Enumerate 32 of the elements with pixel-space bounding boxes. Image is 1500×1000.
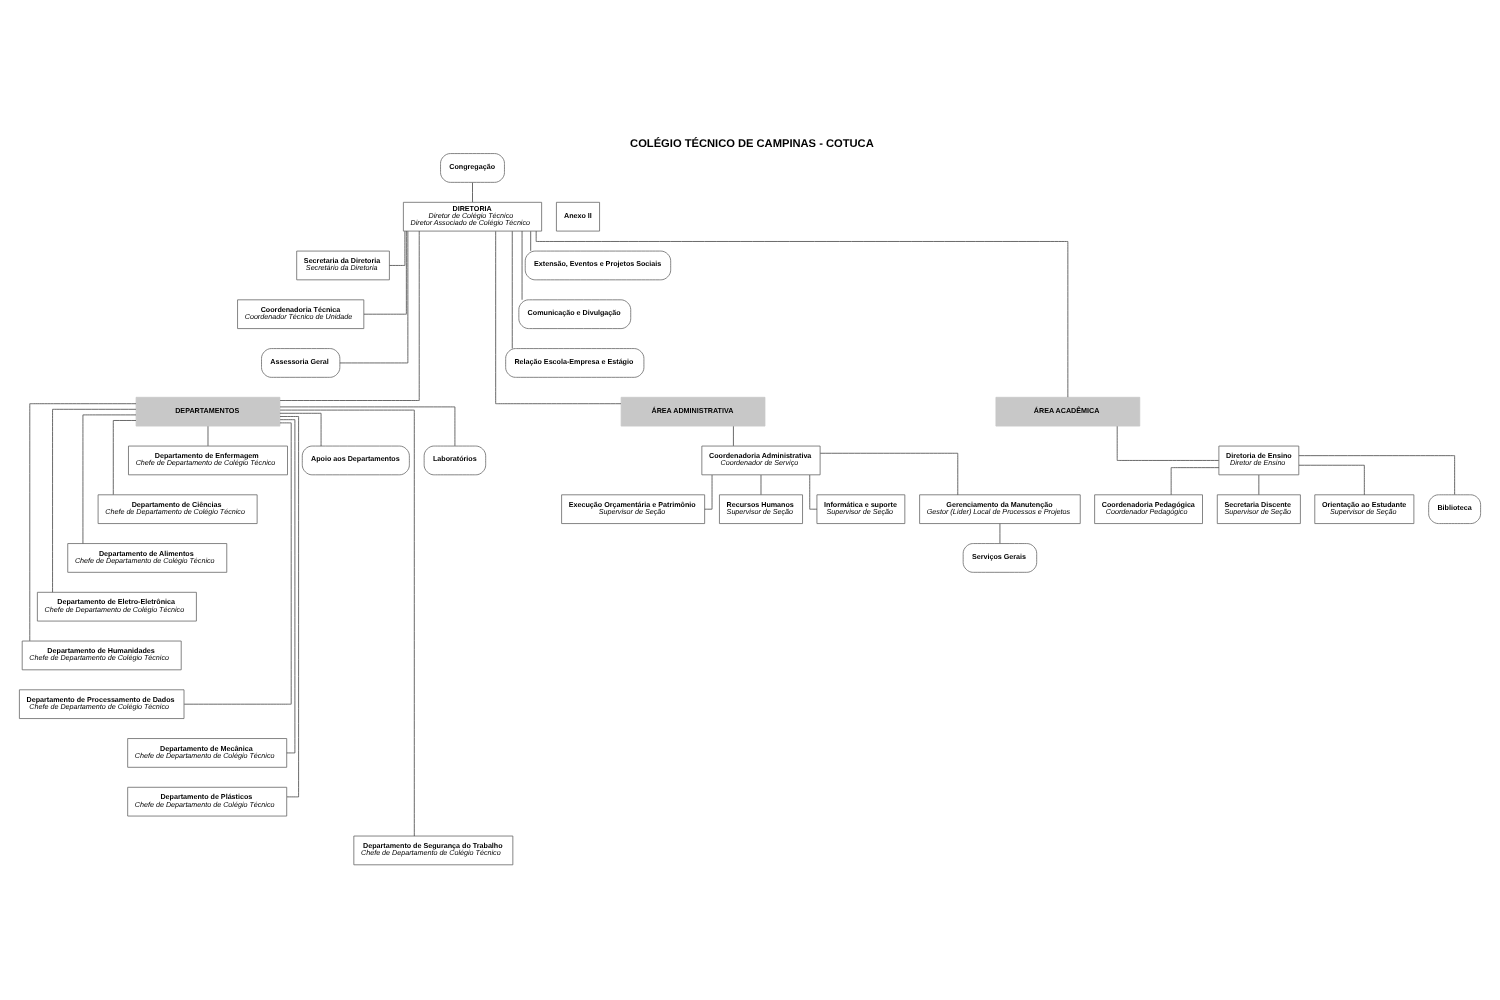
connector bbox=[1116, 425, 1220, 461]
connector bbox=[52, 408, 137, 593]
connector bbox=[207, 425, 209, 447]
connector bbox=[29, 403, 137, 642]
connector bbox=[1298, 464, 1365, 496]
connector bbox=[511, 230, 513, 349]
connector bbox=[279, 406, 456, 447]
connector bbox=[279, 416, 299, 798]
connector bbox=[112, 420, 137, 495]
connector bbox=[999, 523, 1001, 544]
connector bbox=[279, 412, 322, 447]
connector bbox=[183, 422, 292, 705]
connector bbox=[472, 182, 473, 203]
connector bbox=[363, 230, 407, 315]
connector bbox=[339, 230, 409, 364]
connector bbox=[1170, 467, 1220, 496]
connector bbox=[389, 230, 406, 266]
connector bbox=[279, 419, 296, 754]
connector bbox=[704, 474, 713, 510]
connector bbox=[1298, 455, 1456, 495]
connector bbox=[1258, 474, 1260, 495]
connector bbox=[279, 230, 420, 401]
connector bbox=[82, 414, 137, 544]
connector bbox=[733, 425, 734, 447]
connector bbox=[760, 474, 762, 495]
connector bbox=[495, 231, 622, 405]
connector bbox=[535, 230, 1069, 398]
connector bbox=[819, 452, 959, 496]
connector bbox=[809, 474, 818, 510]
connector bbox=[279, 409, 415, 837]
connector bbox=[530, 230, 532, 252]
connector bbox=[521, 230, 523, 301]
